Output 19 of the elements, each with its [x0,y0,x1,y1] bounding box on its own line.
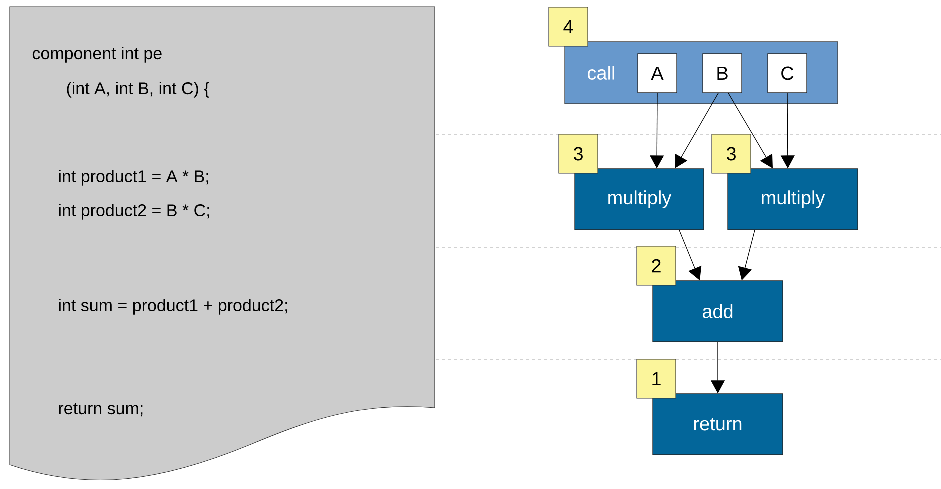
operation-box: multiply [574,168,704,230]
parameter-box: B [702,54,742,94]
code-document [10,6,436,480]
code-line: return sum; [59,403,143,417]
parameter-box: C [768,54,808,94]
number-badge: 4 [548,7,588,47]
number-badge: 3 [712,134,752,174]
number-badge: 1 [636,359,676,399]
operation-box: return [652,394,784,456]
operation-box: multiply [728,168,858,230]
code-line: int product1 = A * B; [59,170,208,186]
operation-box: add [652,280,784,342]
code-line: int sum = product1 + product2; [59,299,288,315]
number-badge: 2 [636,246,676,286]
code-line: (int A, int B, int C) { [67,82,210,98]
number-badge: 3 [558,134,598,174]
code-line: int product2 = B * C; [59,204,210,220]
parameter-box: A [638,54,678,94]
code-line: component int pe [32,47,162,63]
